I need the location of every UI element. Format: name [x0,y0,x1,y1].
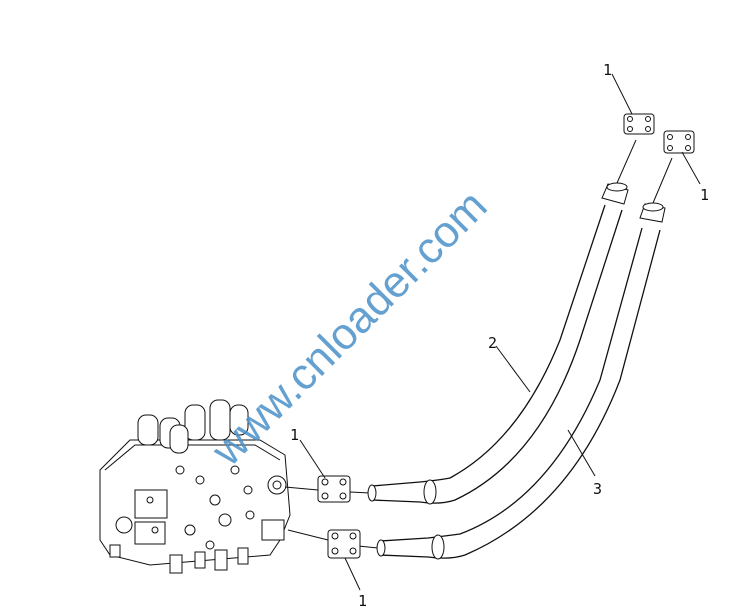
callout-1-top: 1 [603,61,612,79]
multi-way-control-valve [99,399,291,574]
callout-1-mid: 1 [290,426,299,444]
hose-3 [287,157,673,560]
leader-lines [299,73,701,591]
callout-3: 3 [593,480,602,498]
callout-1-right: 1 [700,186,709,204]
watermark: www.cnloader.com [202,181,497,476]
flange-clamp-top-left [623,113,655,135]
flange-clamp-lower-left [327,529,361,559]
flange-clamp-top-right [663,130,695,154]
flange-clamp-upper-left [317,475,351,503]
callout-2: 2 [488,334,497,352]
callout-1-bottom: 1 [358,592,367,610]
hose-2 [284,139,637,505]
